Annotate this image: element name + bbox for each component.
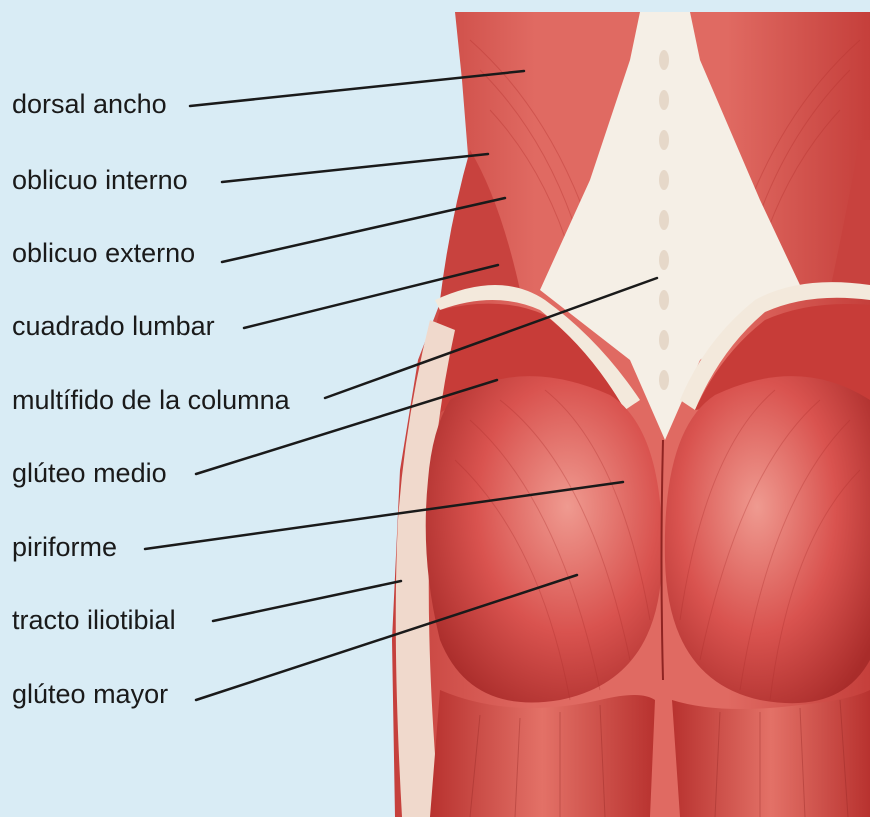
label-gluteo-medio: glúteo medio	[12, 460, 167, 487]
thigh-left	[430, 690, 655, 817]
label-dorsal-ancho: dorsal ancho	[12, 91, 167, 118]
label-oblicuo-interno: oblicuo interno	[12, 167, 188, 194]
leader-line-tracto-iliotibial	[213, 581, 401, 621]
leader-line-oblicuo-interno	[222, 154, 488, 182]
label-oblicuo-externo: oblicuo externo	[12, 240, 195, 267]
label-piriforme: piriforme	[12, 534, 117, 561]
gluteus-maximus-left	[426, 376, 662, 702]
label-cuadrado-lumbar: cuadrado lumbar	[12, 313, 215, 340]
spine	[659, 50, 669, 390]
label-gluteo-mayor: glúteo mayor	[12, 681, 168, 708]
label-multifido: multífido de la columna	[12, 387, 290, 414]
label-tracto-iliotibial: tracto iliotibial	[12, 607, 176, 634]
